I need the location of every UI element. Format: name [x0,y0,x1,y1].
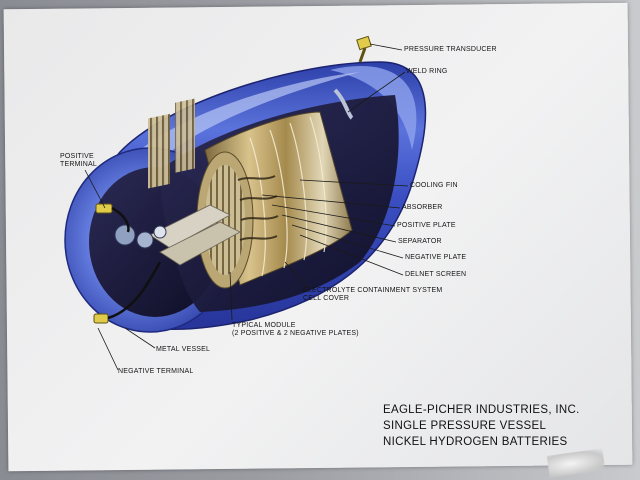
title-batteries: NICKEL HYDROGEN BATTERIES [383,436,568,448]
negative-terminal-connector [93,313,109,324]
label-negative-plate: NEGATIVE PLATE [405,254,467,261]
label-positive-plate: POSITIVE PLATE [397,222,456,229]
terminal-hardware [93,203,167,324]
title-company: EAGLE-PICHER INDUSTRIES, INC. [383,404,580,416]
label-delnet-screen: DELNET SCREEN [405,271,467,278]
typical-module [148,98,241,266]
pressure-transducer-fitting [356,35,372,63]
label-positive-terminal-line1: POSITIVE [60,153,94,160]
cell-stack [196,111,353,289]
label-separator: SEPARATOR [398,238,442,245]
label-pressure-transducer: PRESSURE TRANSDUCER [404,46,497,53]
label-metal-vessel: METAL VESSEL [156,346,211,353]
label-cooling-fin: COOLING FIN [410,182,458,189]
title-vessel: SINGLE PRESSURE VESSEL [383,420,547,432]
label-positive-terminal-line2: TERMINAL [60,161,97,168]
label-electrolyte-system: ELECTROLYTE CONTAINMENT SYSTEM [303,287,443,294]
label-negative-terminal: NEGATIVE TERMINAL [118,368,194,375]
label-typical-module: TYPICAL MODULE [232,322,296,329]
weld-ring [333,88,354,120]
label-absorber: ABSORBER [402,204,443,211]
label-typical-module-detail: (2 POSITIVE & 2 NEGATIVE PLATES) [232,330,359,337]
label-weld-ring: WELD RING [406,68,448,75]
label-cell-cover: CELL COVER [303,295,350,302]
leader-lines [84,43,409,371]
